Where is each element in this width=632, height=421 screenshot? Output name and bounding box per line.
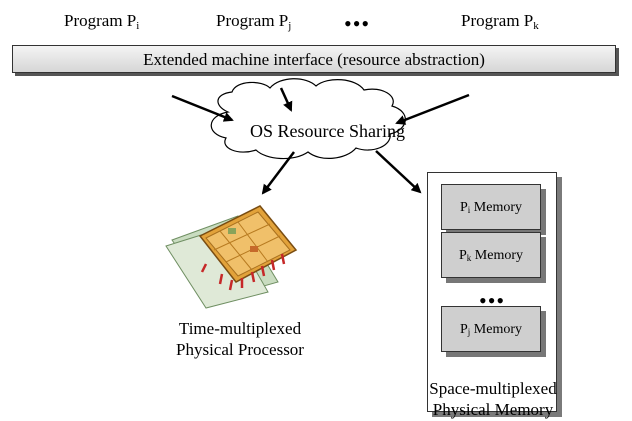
arrow-program-k-to-cloud <box>395 93 470 125</box>
programs-ellipsis: ••• <box>344 11 371 36</box>
os-cloud-shape <box>210 78 406 160</box>
memory-block-pk: Pk Memory <box>441 232 541 278</box>
processor-caption: Time-multiplexed Physical Processor <box>140 318 340 360</box>
os-resource-sharing-label: OS Resource Sharing <box>250 121 405 141</box>
memory-caption-line1: Space-multiplexed <box>429 379 557 398</box>
extended-machine-interface-bar: Extended machine interface (resource abs… <box>12 45 616 73</box>
arrow-cloud-to-memory <box>375 150 422 194</box>
arrow-cloud-to-processor <box>261 151 295 195</box>
processor-caption-line2: Physical Processor <box>176 340 304 359</box>
program-j-label: Program Pj <box>216 11 292 32</box>
processor-caption-line1: Time-multiplexed <box>178 319 302 338</box>
memory-block-pi: Pi Memory <box>441 184 541 230</box>
program-i-label: Program Pi <box>64 11 140 32</box>
memory-caption: Space-multiplexed Physical Memory <box>393 378 593 420</box>
memory-block-pj: Pj Memory <box>441 306 541 352</box>
processor-chip-icon <box>165 205 298 309</box>
program-k-label: Program Pk <box>461 11 539 32</box>
memory-caption-line2: Physical Memory <box>432 400 554 419</box>
arrow-program-j-to-cloud <box>279 87 293 112</box>
arrow-program-i-to-cloud <box>171 94 234 122</box>
